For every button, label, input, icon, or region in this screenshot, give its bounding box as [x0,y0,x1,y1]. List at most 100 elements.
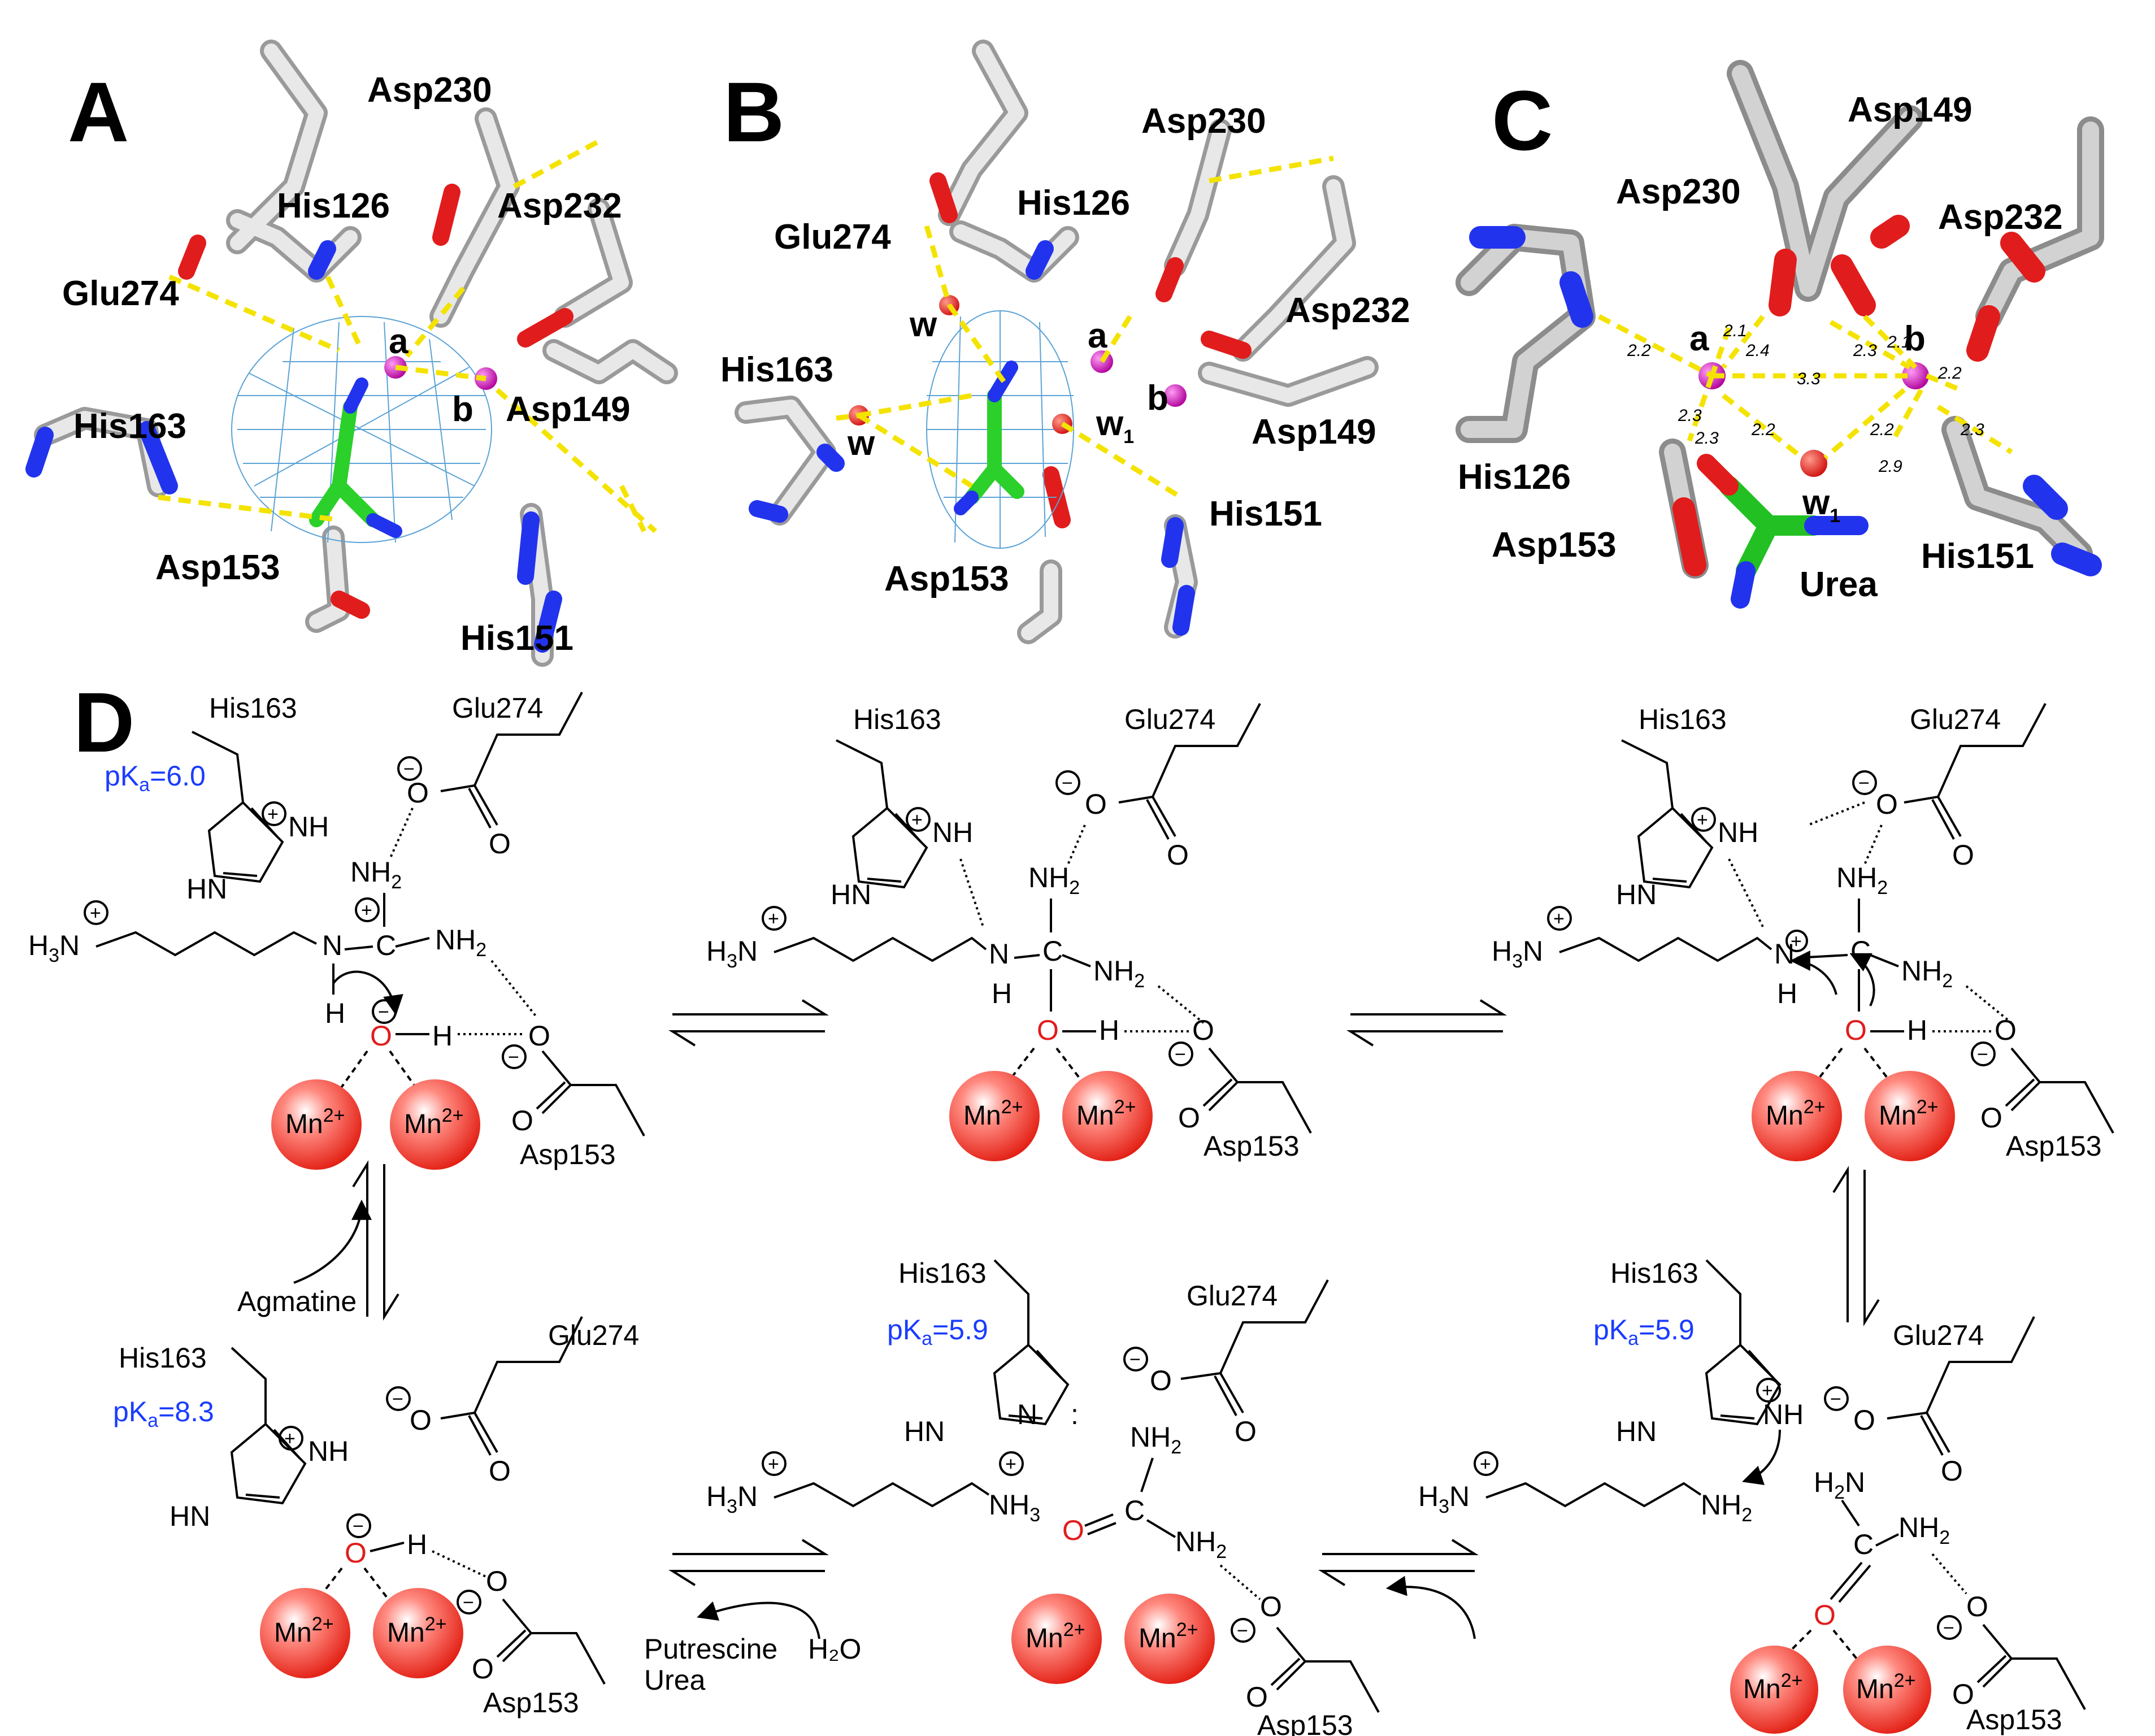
svg-text:NH2: NH2 [1093,955,1145,992]
s4-glu274: Glu274 [548,1320,639,1351]
svg-text:−: − [378,1001,389,1023]
s4-his163: His163 [119,1342,207,1374]
label-a-asp149: Asp149 [506,390,631,429]
svg-text:NH2: NH2 [1901,955,1953,992]
svg-text:NH2: NH2 [1898,1512,1950,1548]
svg-text:C: C [1124,1495,1145,1526]
svg-text:O: O [1178,1102,1200,1134]
svg-text:−: − [463,1592,474,1613]
s6-his163: His163 [1610,1257,1698,1289]
agmatine-label: Agmatine [237,1286,357,1317]
label-b-his163: His163 [720,350,833,389]
label-b-glu274: Glu274 [774,218,891,257]
svg-text:H3N: H3N [1492,935,1543,972]
svg-text:O: O [1952,839,1974,871]
distance-label: 3.3 [1797,370,1821,388]
s1-mn-1 [271,1079,362,1170]
label-a-his151: His151 [460,619,573,658]
s5-asp153: Asp153 [1257,1709,1353,1736]
s1-pka: pKa=6.0 [105,760,206,796]
s3-mn-1 [1752,1071,1842,1161]
s6-glu274: Glu274 [1893,1320,1984,1351]
s5-his163: His163 [898,1257,987,1289]
svg-text:O: O [1952,1678,1974,1710]
svg-text:H3N: H3N [706,935,758,972]
svg-text:H: H [1907,1014,1927,1046]
equilibrium-arrow-5-4: Putrescine Urea H₂O [644,1539,861,1696]
svg-text:Mn2+: Mn2+ [1879,1096,1938,1131]
svg-text::: : [1071,1399,1079,1430]
svg-text:Mn2+: Mn2+ [963,1096,1023,1131]
svg-text:Mn2+: Mn2+ [1743,1670,1802,1704]
svg-text:H3N: H3N [706,1481,758,1517]
svg-text:NH2: NH2 [1701,1489,1752,1526]
mechanism-state-4: His163 pKa=8.3 NH HN + Glu274 O O − O − … [113,1316,639,1718]
svg-text:Mn2+: Mn2+ [404,1105,463,1139]
svg-text:O: O [1814,1599,1836,1631]
label-a-his163: His163 [73,407,186,446]
equilibrium-arrow-1-2 [668,999,829,1047]
svg-text:NH2: NH2 [1028,862,1080,899]
svg-text:H: H [992,978,1012,1009]
s5-mn-2 [1124,1594,1215,1684]
s6-asp153: Asp153 [1966,1704,2062,1735]
label-b-asp149: Asp149 [1252,413,1376,452]
svg-text:+: + [1553,908,1565,930]
s5-mn-1 [1011,1594,1102,1684]
svg-text:Mn2+: Mn2+ [274,1613,333,1648]
equilibrium-arrow-3-6 [1832,1166,1880,1326]
label-a-ion-a: a [389,322,409,361]
s4-asp153: Asp153 [483,1687,579,1718]
label-a-ion-b: b [452,390,473,429]
label-b-ion-b: b [1147,379,1168,418]
svg-text:N: N [322,930,342,961]
svg-text:−: − [1129,1349,1141,1370]
distance-labels: 2.2 2.1 2.4 2.3 2.1 2.2 3.3 2.3 2.3 2.2 … [1627,322,1984,476]
svg-text:C: C [1853,1529,1874,1560]
panel-d: D His163 pKa=6.0 NH HN + Glu274 O O − NH… [28,675,2114,1736]
label-b-asp232: Asp232 [1285,291,1410,330]
svg-text:+: + [90,902,101,924]
svg-text:−: − [1175,1044,1186,1065]
label-a-asp232: Asp232 [497,186,622,225]
distance-label: 2.2 [1627,341,1651,360]
svg-text:H3N: H3N [1418,1481,1470,1517]
distance-label: 2.9 [1878,457,1902,476]
mechanism-state-6: His163 pKa=5.9 NH HN + Glu274 O O − H3N … [1418,1257,2086,1735]
svg-text:HN: HN [1616,1416,1657,1447]
s3-his163: His163 [1639,704,1727,735]
svg-text:HN: HN [1616,879,1657,910]
svg-text:+: + [284,1428,296,1449]
s2-glu274: Glu274 [1124,704,1215,735]
svg-text:+: + [768,908,779,930]
label-b-water-3: w1 [1096,404,1134,448]
svg-text:O: O [1260,1591,1282,1622]
svg-text:HN: HN [831,879,871,910]
s5-pka: pKa=5.9 [887,1314,988,1349]
distance-label: 2.3 [1853,341,1877,360]
svg-text:O: O [1150,1365,1172,1396]
label-b-his151: His151 [1209,494,1322,533]
label-b-asp153: Asp153 [884,559,1009,598]
svg-text:H: H [407,1529,427,1560]
label-c-his151: His151 [1921,537,2034,576]
svg-text:NH2: NH2 [350,856,402,893]
svg-text:O: O [1167,839,1189,871]
svg-text:O: O [489,828,511,860]
panel-letter-b: B [723,64,784,159]
s1-mn-2 [390,1079,480,1170]
svg-text:+: + [267,804,279,825]
svg-text:−: − [1830,1388,1841,1410]
distance-label: 2.1 [1723,322,1747,340]
svg-text:+: + [1791,931,1802,952]
panel-b: B Asp230 His126 Glu274 Asp232 His163 Asp… [720,40,1410,644]
svg-text:N: N [989,938,1009,970]
label-c-asp232: Asp232 [1938,198,2063,237]
svg-text:−: − [508,1047,519,1068]
distance-label: 2.4 [1745,341,1770,360]
label-a-asp230: Asp230 [367,71,492,110]
s5-glu274: Glu274 [1187,1280,1278,1312]
mechanism-state-2: His163 NH HN + Glu274 O O − NH2 C NH2 N … [706,703,1312,1162]
label-c-ion-a: a [1689,319,1709,358]
svg-text:O: O [486,1565,508,1597]
